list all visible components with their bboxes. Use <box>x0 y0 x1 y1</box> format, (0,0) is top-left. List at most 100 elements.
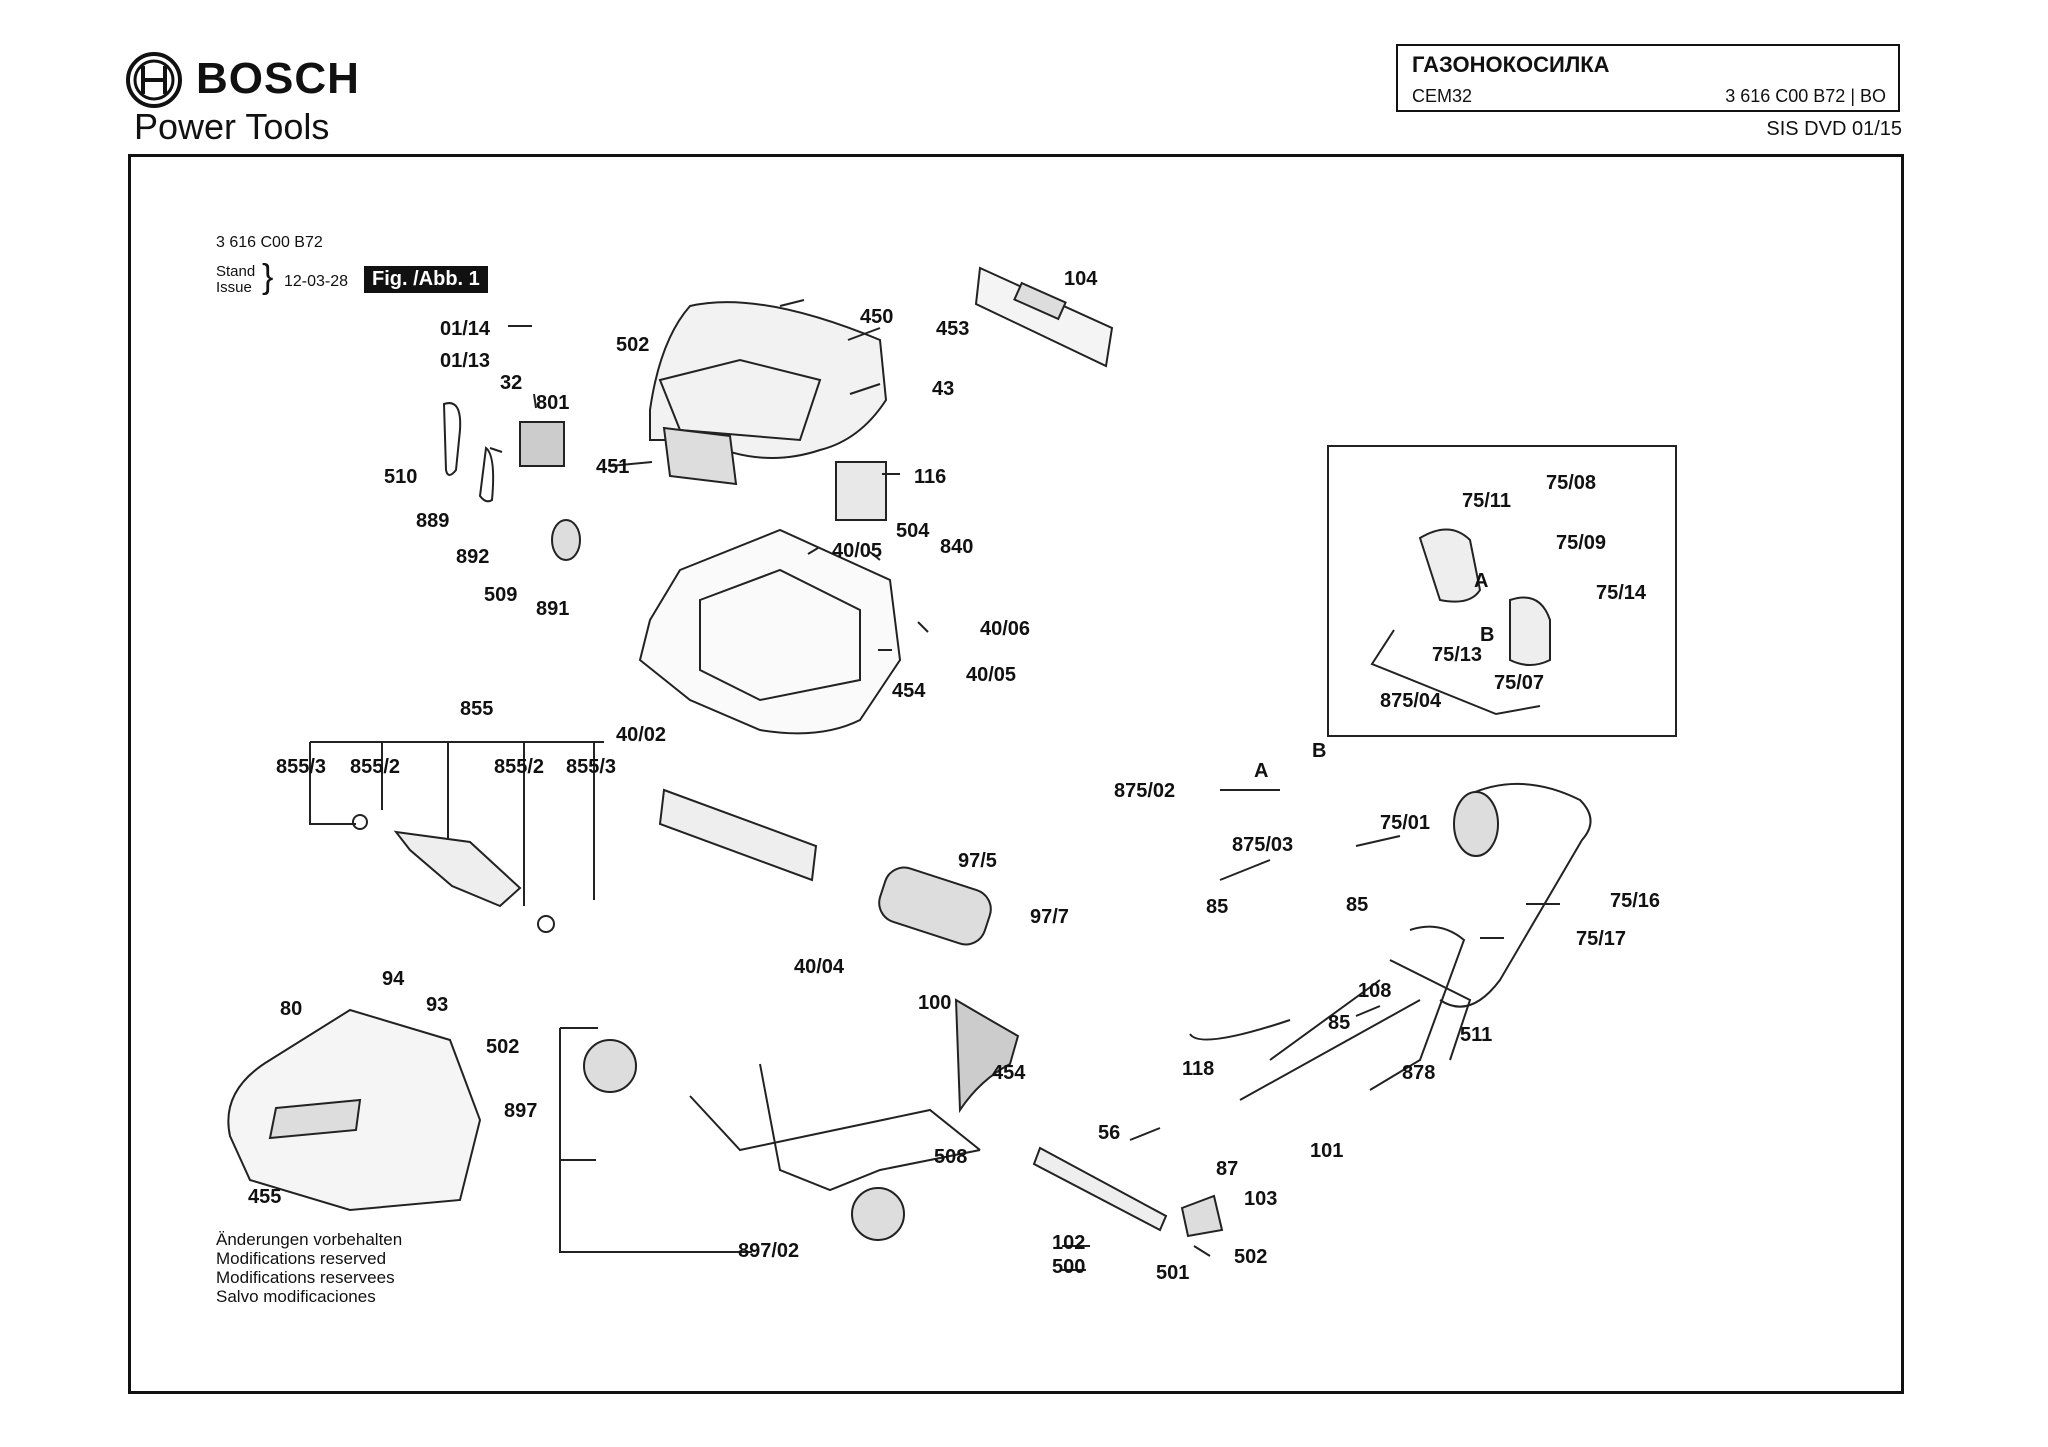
stand-label: Stand <box>216 263 256 280</box>
label-4006: 40/06 <box>980 618 1031 640</box>
bosch-logo-icon <box>126 52 182 108</box>
leader-855 <box>309 741 604 906</box>
label-7509: 75/09 <box>1556 532 1607 554</box>
part-cable <box>1189 1019 1291 1041</box>
label-511: 511 <box>1460 1024 1493 1046</box>
label-8552: 855/2 <box>350 756 401 778</box>
label-454: 454 <box>892 680 926 702</box>
part-451-grille <box>662 426 738 486</box>
label-116: 116 <box>914 466 947 488</box>
label-510: 510 <box>384 466 418 488</box>
part-878-lower-bar <box>1369 925 1466 1091</box>
label-504: 504 <box>896 520 930 542</box>
sheet-date: 12-03-28 <box>284 273 349 290</box>
label-85: 85 <box>1346 894 1369 916</box>
detail-box <box>1327 445 1677 737</box>
label-87502: 875/02 <box>1114 780 1176 802</box>
label-93: 93 <box>426 994 449 1016</box>
drawing-frame <box>128 154 1904 1394</box>
part-handle-lower <box>1239 959 1472 1101</box>
title-box: ГАЗОНОКОСИЛКА CEM32 3 616 C00 B72 | BO <box>1396 44 1900 112</box>
label-8553: 855/3 <box>566 756 617 778</box>
product-title: ГАЗОНОКОСИЛКА <box>1412 52 1610 77</box>
label-94: 94 <box>382 968 405 990</box>
label-7507: 75/07 <box>1494 672 1545 694</box>
note-line: Modifications reserved <box>216 1249 387 1268</box>
brand-name: BOSCH <box>196 54 360 103</box>
label-450: 450 <box>860 306 894 328</box>
label-502: 502 <box>486 1036 520 1058</box>
part-chassis <box>638 528 902 735</box>
label-89702: 897/02 <box>738 1240 800 1262</box>
label-85: 85 <box>1328 1012 1351 1034</box>
stand-issue: Stand Issue <box>216 264 255 296</box>
part-7507-housing <box>1509 596 1551 666</box>
label-87503: 875/03 <box>1232 834 1294 856</box>
label-b: B <box>1312 740 1327 762</box>
label-840: 840 <box>940 536 974 558</box>
part-116-filter <box>835 461 887 521</box>
label-102: 102 <box>1052 1232 1086 1254</box>
label-502: 502 <box>1234 1246 1268 1268</box>
label-975: 97/5 <box>958 850 997 872</box>
part-975-roller <box>878 866 992 946</box>
label-0114: 01/14 <box>440 318 491 340</box>
label-855: 855 <box>460 698 494 720</box>
part-455-window <box>268 1098 362 1140</box>
label-7514: 75/14 <box>1596 582 1647 604</box>
label-878: 878 <box>1402 1062 1436 1084</box>
label-103: 103 <box>1244 1188 1278 1210</box>
label-509: 509 <box>484 584 518 606</box>
part-7501-switch <box>1453 791 1499 857</box>
part-4002-plate <box>658 788 818 882</box>
part-104-plate <box>974 266 1114 368</box>
label-453: 453 <box>936 318 970 340</box>
label-500: 500 <box>1052 1256 1086 1278</box>
modification-notes: Änderungen vorbehalten Modifications res… <box>216 1230 402 1306</box>
part-855-cap <box>537 915 555 933</box>
label-104: 104 <box>1064 268 1098 290</box>
label-7517: 75/17 <box>1576 928 1627 950</box>
label-455: 455 <box>248 1186 282 1208</box>
label-0113: 01/13 <box>440 350 491 372</box>
part-897-wheel <box>583 1039 637 1093</box>
note-line: Salvo modificaciones <box>216 1287 376 1306</box>
part-handle-main <box>1439 783 1592 1008</box>
label-a: A <box>1254 760 1269 782</box>
part-56-bar <box>1032 1146 1168 1232</box>
label-7513: 75/13 <box>1432 644 1483 666</box>
part-855-cap <box>352 814 368 830</box>
label-892: 892 <box>456 546 490 568</box>
source-label: SIS DVD 01/15 <box>1766 118 1902 140</box>
note-line: Änderungen vorbehalten <box>216 1230 403 1249</box>
label-100: 100 <box>918 992 952 1014</box>
label-4005: 40/05 <box>832 540 883 562</box>
label-43: 43 <box>932 378 955 400</box>
part-889-belt <box>442 402 462 476</box>
label-4002: 40/02 <box>616 724 667 746</box>
part-number: 3 616 C00 B72 | BO <box>1725 86 1886 106</box>
figure-tag: Fig. /Abb. 1 <box>364 266 488 293</box>
part-450-cover <box>649 301 888 459</box>
label-891: 891 <box>536 598 570 620</box>
part-801-motor <box>519 421 565 467</box>
part-87-bracket <box>1180 1194 1224 1238</box>
part-100-lever <box>954 998 1020 1114</box>
label-4004: 40/04 <box>794 956 845 978</box>
label-502: 502 <box>616 334 650 356</box>
label-87504: 875/04 <box>1380 690 1442 712</box>
brand-subtitle: Power Tools <box>134 106 330 147</box>
part-7511-housing <box>1418 528 1482 603</box>
label-897: 897 <box>504 1100 538 1122</box>
label-8552: 855/2 <box>494 756 545 778</box>
label-7516: 75/16 <box>1610 890 1661 912</box>
label-56: 56 <box>1098 1122 1121 1144</box>
label-501: 501 <box>1156 1262 1190 1284</box>
issue-label: Issue <box>216 279 252 296</box>
label-80: 80 <box>280 998 303 1020</box>
sheet-number: 3 616 C00 B72 <box>216 234 323 251</box>
label-4005: 40/05 <box>966 664 1017 686</box>
label-87: 87 <box>1216 1158 1239 1180</box>
part-87504-outline <box>1370 629 1541 716</box>
